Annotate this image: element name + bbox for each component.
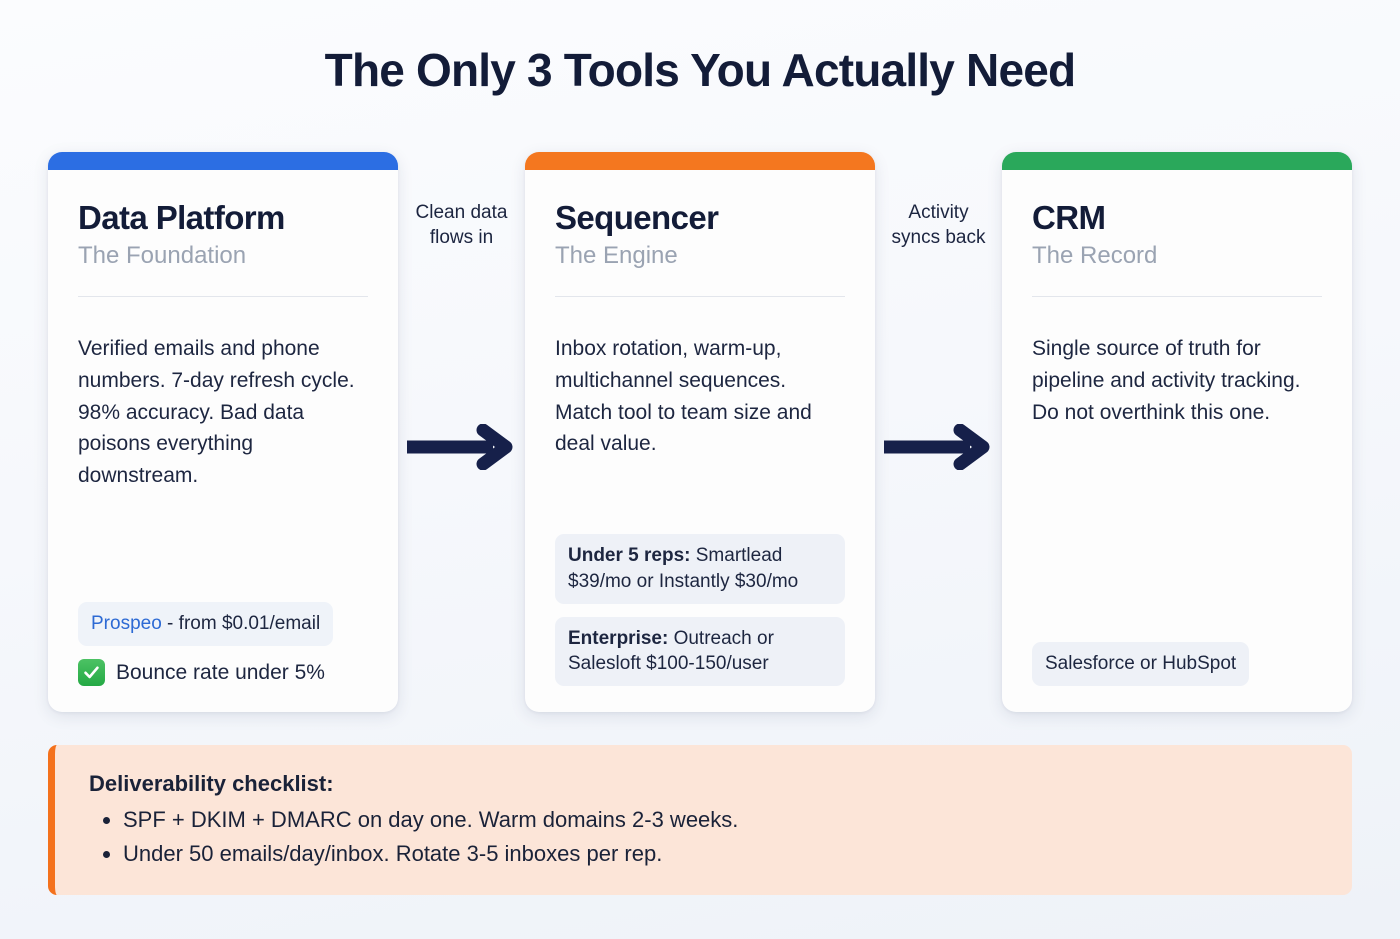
card-title: Sequencer — [555, 199, 719, 236]
card-body: CRM The Record Single source of truth fo… — [1002, 170, 1352, 712]
card-divider — [555, 295, 845, 297]
tool-card-sequencer[interactable]: Sequencer The Engine Inbox rotation, war… — [525, 152, 875, 712]
card-accent-bar-green — [1002, 152, 1352, 170]
card-title: Data Platform — [78, 199, 285, 236]
vendor-chip-prospeo[interactable]: Prospeo - from $0.01/email — [78, 602, 334, 646]
tool-flow-row: Data Platform The Foundation Verified em… — [48, 152, 1352, 712]
callout-list-item: Under 50 emails/day/inbox. Rotate 3-5 in… — [123, 837, 1322, 871]
callout-title: Deliverability checklist: — [89, 771, 334, 796]
pricing-chip-enterprise[interactable]: Enterprise: Outreach or Salesloft $100-1… — [555, 616, 845, 686]
pricing-chip-label: Enterprise: — [568, 627, 669, 649]
connector-label-clean-data: Clean data flows in — [415, 202, 508, 249]
tool-card-data-platform[interactable]: Data Platform The Foundation Verified em… — [48, 152, 398, 712]
connector-1: Clean data flows in — [398, 152, 525, 712]
card-description: Single source of truth for pipeline and … — [1032, 336, 1301, 424]
callout-list: SPF + DKIM + DMARC on day one. Warm doma… — [89, 803, 1322, 871]
card-subtitle: The Foundation — [78, 241, 247, 269]
card-body: Data Platform The Foundation Verified em… — [48, 170, 398, 712]
card-divider — [78, 295, 368, 297]
card-chip-group: Prospeo - from $0.01/email Bounce rate u… — [78, 576, 368, 686]
connector-label-activity-syncs: Activity syncs back — [891, 202, 986, 249]
callout-list-item: SPF + DKIM + DMARC on day one. Warm doma… — [123, 803, 1322, 837]
deliverability-callout: Deliverability checklist: SPF + DKIM + D… — [48, 745, 1352, 896]
card-subtitle: The Record — [1032, 241, 1158, 269]
bounce-rate-note: Bounce rate under 5% — [78, 659, 325, 686]
card-body: Sequencer The Engine Inbox rotation, war… — [525, 170, 875, 712]
card-accent-bar-blue — [48, 152, 398, 170]
green-check-icon — [78, 659, 105, 686]
card-accent-bar-orange — [525, 152, 875, 170]
pricing-chip-label: Under 5 reps: — [568, 545, 691, 567]
vendor-link-label: Prospeo — [91, 613, 162, 635]
card-chip-group: Salesforce or HubSpot — [1032, 616, 1322, 686]
card-description: Verified emails and phone numbers. 7-day… — [78, 336, 355, 488]
vendor-chip-crm[interactable]: Salesforce or HubSpot — [1032, 642, 1250, 686]
pricing-chip-value: Outreach or Salesloft $100-150/user — [568, 627, 774, 675]
arrow-right-icon — [882, 423, 996, 475]
page-title: The Only 3 Tools You Actually Need — [324, 44, 1077, 96]
arrow-right-icon — [405, 423, 519, 475]
pricing-chip-under-5-reps[interactable]: Under 5 reps: Smartlead $39/mo or Instan… — [555, 534, 845, 604]
vendor-price-label: - from $0.01/email — [161, 613, 321, 635]
connector-2: Activity syncs back — [875, 152, 1002, 712]
card-title: CRM — [1032, 199, 1106, 236]
card-chip-group: Under 5 reps: Smartlead $39/mo or Instan… — [555, 508, 845, 686]
tool-card-crm[interactable]: CRM The Record Single source of truth fo… — [1002, 152, 1352, 712]
card-description: Inbox rotation, warm-up, multichannel se… — [555, 336, 812, 456]
card-subtitle: The Engine — [555, 241, 678, 269]
card-divider — [1032, 295, 1322, 297]
pricing-chip-value: Smartlead $39/mo or Instantly $30/mo — [568, 545, 799, 593]
bounce-rate-label: Bounce rate under 5% — [116, 660, 325, 684]
